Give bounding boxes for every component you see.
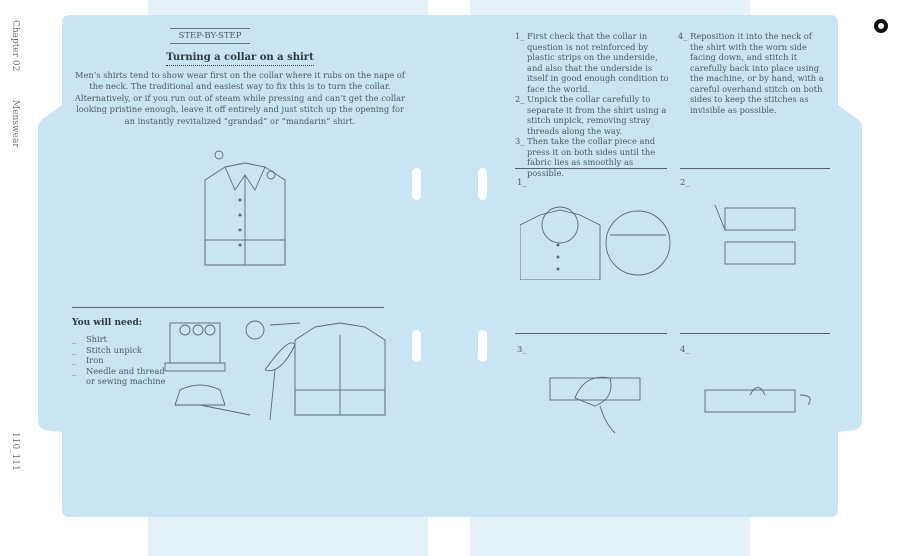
- divider: [680, 333, 830, 334]
- figure-label-1: 1_: [517, 178, 527, 188]
- list-item: _Stitch unpick: [72, 344, 142, 355]
- step-1-illustration: [520, 206, 671, 280]
- divider: [680, 168, 830, 169]
- needs-heading: You will need:: [72, 318, 143, 328]
- figure-label-3: 3_: [517, 345, 527, 355]
- figure-label-4: 4_: [680, 345, 690, 355]
- list-item: _Shirt: [72, 334, 107, 344]
- step-item: 4_ Reposition it into the neck of the sh…: [678, 31, 824, 115]
- list-item: _Needle and thread or sewing machine: [72, 365, 166, 387]
- step-4-illustration: [704, 387, 811, 413]
- step-item: 1_ First check that the collar in questi…: [515, 31, 669, 94]
- divider: [72, 307, 384, 308]
- back-strip-bottom-left: [148, 510, 428, 556]
- step-item: 2_ Unpick the collar carefully to separa…: [515, 94, 667, 136]
- section-kicker: STEP-BY-STEP: [170, 28, 250, 44]
- section-label: Menswear: [10, 100, 20, 148]
- page-title: Turning a collar on a shirt: [120, 52, 360, 66]
- steps-column-2: 4_ Reposition it into the neck of the sh…: [678, 31, 828, 115]
- tools-illustration: [164, 320, 386, 421]
- binder-hole: [412, 168, 421, 200]
- page-title-text: Turning a collar on a shirt: [166, 52, 314, 66]
- step-3-illustration: [549, 376, 641, 434]
- shirt-illustration: [204, 150, 286, 266]
- binder-hole: [412, 330, 421, 362]
- divider: [515, 333, 667, 334]
- steps-column-1: 1_ First check that the collar in questi…: [515, 31, 670, 178]
- page-numbers: 110_111: [10, 432, 20, 471]
- needs-list: _Shirt _Stitch unpick _Iron _Needle and …: [72, 334, 176, 387]
- publisher-logo-icon: [874, 19, 888, 33]
- list-item: _Iron: [72, 355, 104, 365]
- divider: [515, 168, 667, 169]
- figure-label-2: 2_: [680, 178, 690, 188]
- chapter-label: Chapter 02: [10, 20, 20, 72]
- intro-paragraph: Men’s shirts tend to show wear first on …: [74, 70, 406, 126]
- back-strip-bottom-right: [470, 510, 750, 556]
- step-item: 3_ Then take the collar piece and press …: [515, 136, 656, 178]
- binder-hole: [478, 330, 487, 362]
- step-2-illustration: [714, 204, 796, 265]
- binder-hole: [478, 168, 487, 200]
